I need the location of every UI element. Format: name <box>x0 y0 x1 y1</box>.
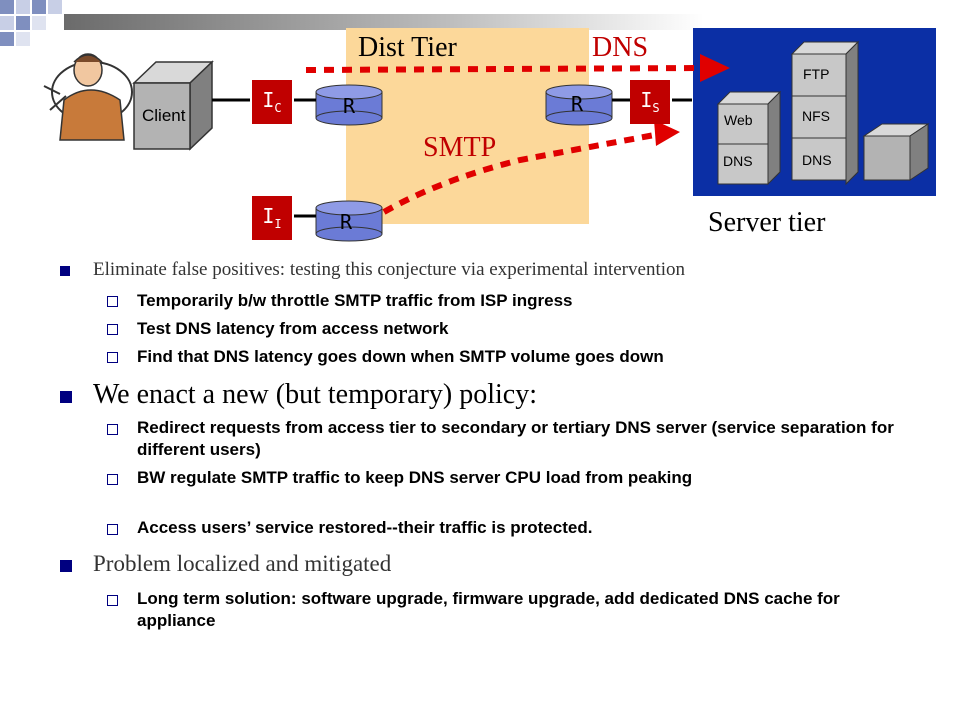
bullet-text: We enact a new (but temporary) policy: <box>93 379 538 410</box>
checker-square <box>48 0 62 14</box>
sub-bullet-text: Find that DNS latency goes down when SMT… <box>137 347 664 366</box>
server-label-dns-right: DNS <box>802 152 832 168</box>
interface-is-main: I <box>640 88 653 112</box>
bullet-text: Eliminate false positives: testing this … <box>93 259 685 280</box>
interface-ii: II <box>252 196 292 240</box>
interface-ii-sub: I <box>274 217 282 231</box>
interface-is: IS <box>630 80 670 124</box>
interface-ic-main: I <box>262 88 275 112</box>
checker-square <box>0 16 14 30</box>
user-figure-icon <box>43 53 133 141</box>
client-cube <box>132 60 214 151</box>
interface-ii-main: I <box>262 204 275 228</box>
interface-ic: IC <box>252 80 292 124</box>
client-label: Client <box>142 106 186 125</box>
sub-bullet-icon <box>107 474 118 485</box>
server-cube <box>862 123 930 181</box>
sub-bullet-icon <box>107 424 118 435</box>
sub-bullet-text: BW regulate SMTP traffic to keep DNS ser… <box>137 468 693 487</box>
bullet-square-icon <box>60 560 72 572</box>
sub-bullet-icon <box>107 595 118 606</box>
router-label: R <box>340 210 353 234</box>
smtp-arrow <box>382 131 661 215</box>
sub-bullet-icon <box>107 324 118 335</box>
bullet-square-icon <box>60 266 70 276</box>
dns-arrow-head-icon <box>700 54 730 82</box>
router-cylinder <box>545 84 613 126</box>
server-label-dns-left: DNS <box>723 153 753 169</box>
network-diagram: Dist Tier SMTP DNS Server tier <box>0 0 960 250</box>
dns-arrow <box>305 65 701 73</box>
diagram-shapes <box>43 40 930 242</box>
dist-tier-title: Dist Tier <box>358 32 457 63</box>
checker-square <box>16 0 30 14</box>
smtp-label: SMTP <box>423 132 497 163</box>
sub-bullet-text: Access users’ service restored--their tr… <box>137 518 593 537</box>
server-label-web: Web <box>724 112 753 128</box>
router-label: R <box>343 94 356 118</box>
bullet-square-icon <box>60 391 72 403</box>
router-cylinder <box>315 84 383 126</box>
sub-bullet-text: Temporarily b/w throttle SMTP traffic fr… <box>137 291 573 310</box>
sub-bullet-text: Redirect requests from access tier to se… <box>137 418 894 459</box>
bullet-text: Problem localized and mitigated <box>93 551 392 576</box>
interface-ic-sub: C <box>274 101 282 115</box>
checker-square <box>16 16 30 30</box>
smtp-arrow-head-icon <box>654 120 680 146</box>
sub-bullet-icon <box>107 352 118 363</box>
server-tier-label: Server tier <box>708 207 826 238</box>
router-label: R <box>571 92 584 116</box>
checker-square <box>32 16 46 30</box>
checker-square <box>32 0 46 14</box>
sub-bullet-text: Long term solution: software upgrade, fi… <box>137 589 840 630</box>
checker-square <box>0 32 14 46</box>
server-label-nfs: NFS <box>802 108 830 124</box>
interface-is-sub: S <box>652 101 660 115</box>
dist-tier-box <box>346 28 589 224</box>
header-gradient-bar <box>64 14 704 30</box>
server-stack-web-dns <box>716 90 782 186</box>
sub-bullet-text: Test DNS latency from access network <box>137 319 449 338</box>
server-stack-ftp-nfs-dns <box>790 40 860 186</box>
checker-square <box>16 32 30 46</box>
server-label-ftp: FTP <box>803 66 830 82</box>
checker-square <box>0 0 14 14</box>
sub-bullet-icon <box>107 296 118 307</box>
dns-flow-label: DNS <box>592 32 649 63</box>
sub-bullet-icon <box>107 524 118 535</box>
router-cylinder <box>315 200 383 242</box>
